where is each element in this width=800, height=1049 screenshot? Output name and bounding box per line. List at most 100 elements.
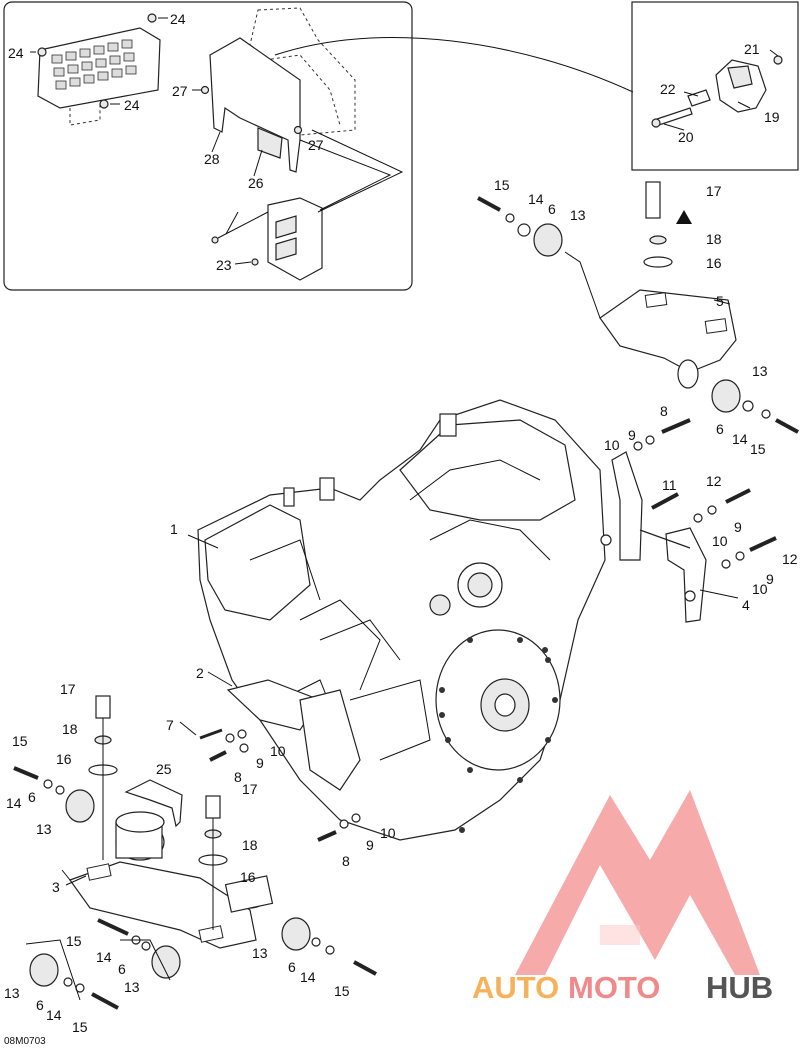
engine-1 [197,399,606,841]
callout-6: 6 [548,201,556,217]
bracket-28 [209,37,301,173]
bolts-right [633,418,777,569]
watermark-moto: MOTO [568,970,660,1005]
lower-mount-assembly-3 [13,695,377,1010]
callout-24: 24 [8,45,24,61]
callout-2: 2 [196,665,204,681]
callout-16: 16 [56,751,72,767]
callout-8: 8 [342,853,350,869]
callout-10: 10 [752,581,768,597]
fuse-box [37,27,161,126]
callout-labels: 1 2 3 4 5 6 6 6 6 6 6 7 8 8 8 9 9 9 9 9 … [4,11,798,1035]
callout-15: 15 [750,441,766,457]
callout-16: 16 [706,255,722,271]
callout-10: 10 [604,437,620,453]
nut-24-bottom [99,99,109,109]
inset-electrical-box [3,1,634,291]
watermark-text: AUTO MOTO HUB [472,970,773,1005]
upper-mount-assembly [477,181,799,434]
callout-25: 25 [156,761,172,777]
callout-13: 13 [252,945,268,961]
rubber-mount-13-bottom-mid [151,945,181,979]
ecu-module [267,197,323,281]
callout-12: 12 [782,551,798,567]
callout-11: 11 [662,477,677,493]
callout-9: 9 [256,755,264,771]
callout-13: 13 [752,363,768,379]
callout-10: 10 [712,533,728,549]
callout-5: 5 [716,293,724,309]
callout-14: 14 [300,969,316,985]
callout-16: 16 [240,869,256,885]
callout-9: 9 [366,837,374,853]
bracket-2 [226,679,361,791]
callout-13: 13 [4,985,20,1001]
callout-17: 17 [706,183,722,199]
rubber-mount-13-top [533,223,563,257]
callout-21: 21 [744,41,760,57]
callout-26: 26 [248,175,264,191]
callout-13: 13 [570,207,586,223]
watermark-hub: HUB [706,970,773,1005]
inset-sensor-box [631,1,799,171]
callout-9: 9 [766,571,774,587]
callout-10: 10 [270,743,286,759]
bolts-left [199,728,361,842]
watermark-auto: AUTO [472,970,559,1005]
callout-15: 15 [494,177,510,193]
callout-28: 28 [204,151,220,167]
callout-14: 14 [732,431,748,447]
callout-4: 4 [742,597,750,613]
callout-1: 1 [170,521,178,537]
callout-14: 14 [6,795,22,811]
callout-18: 18 [242,837,258,853]
callout-20: 20 [678,129,694,145]
callout-18: 18 [706,231,722,247]
callout-19: 19 [764,109,780,125]
callout-27: 27 [308,137,324,153]
callout-15: 15 [72,1019,88,1035]
callout-10: 10 [380,825,396,841]
rubber-mount-13-lower-left [65,789,95,823]
callout-17: 17 [60,681,76,697]
callout-15: 15 [334,983,350,999]
callout-13: 13 [36,821,52,837]
rubber-mount-13-bottom-left [29,953,59,987]
callout-24: 24 [124,97,140,113]
callout-27: 27 [172,83,188,99]
callout-3: 3 [52,879,60,895]
rubber-mount-13-right [711,379,741,413]
callout-23: 23 [216,257,232,273]
callout-8: 8 [660,403,668,419]
callout-6: 6 [118,961,126,977]
callout-14: 14 [528,191,544,207]
nut-24-left [37,47,47,57]
callout-7: 7 [166,717,174,733]
figure-code: 08M0703 [4,1036,46,1047]
callout-24: 24 [170,11,186,27]
callout-6: 6 [36,997,44,1013]
sensor-19 [715,59,767,113]
nut-24-top [147,13,157,23]
callout-13: 13 [124,979,140,995]
leader-lines [61,49,779,886]
callout-8: 8 [234,769,242,785]
callout-12: 12 [706,473,722,489]
callout-17: 17 [242,781,258,797]
callout-14: 14 [46,1007,62,1023]
callout-6: 6 [288,959,296,975]
callout-15: 15 [12,733,28,749]
watermark-logo [515,790,760,975]
rear-bracket-4 [600,451,707,623]
callout-9: 9 [734,519,742,535]
callout-15: 15 [66,933,82,949]
callout-6: 6 [716,421,724,437]
callout-9: 9 [628,427,636,443]
callout-22: 22 [660,81,676,97]
callout-6: 6 [28,789,36,805]
rubber-mount-13-lower-right [281,917,311,951]
callout-18: 18 [62,721,78,737]
callout-14: 14 [96,949,112,965]
